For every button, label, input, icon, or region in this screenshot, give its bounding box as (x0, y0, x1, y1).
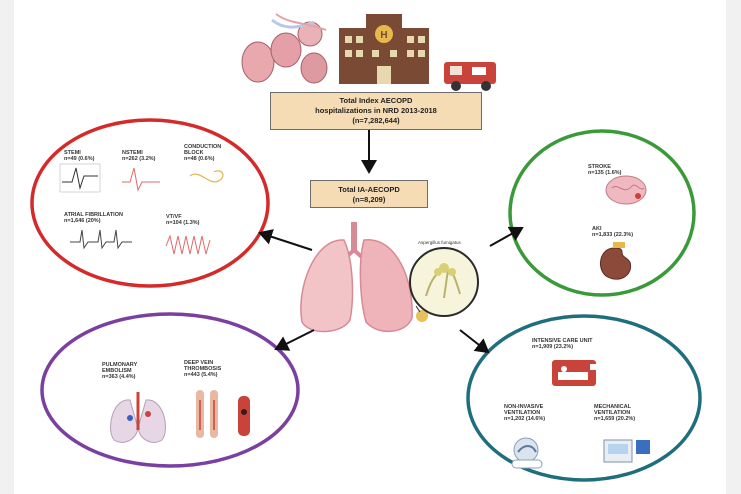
vte-oval (40, 312, 300, 468)
total-ia-title: Total IA-AECOPD (338, 185, 400, 194)
mv-value: n=1,659 (20.2%) (594, 416, 636, 422)
vtvf-value: n=104 (1.3%) (166, 220, 200, 226)
niv-mask-icon (511, 437, 543, 469)
ecg-tracings (59, 163, 224, 255)
arrow-to-vte (274, 329, 315, 351)
conduction-block-label: CONDUCTION BLOCK n=48 (0.6%) (184, 144, 221, 162)
total-ia-box: Total IA-AECOPD (n=8,209) (310, 180, 428, 208)
pe-lungs-icon (110, 392, 166, 443)
hospital-icon: H (339, 14, 429, 84)
icu-label: INTENSIVE CARE UNIT n=1,909 (23.2%) (532, 338, 593, 350)
nstemi-label: NSTEMI n=262 (3.2%) (122, 150, 155, 162)
stroke-label: STROKE n=135 (1.6%) (588, 164, 621, 176)
pe-name-1: PULMONARY (102, 362, 138, 368)
pe-name-2: EMBOLISM (102, 368, 132, 374)
arrow-to-neuro-renal (489, 226, 524, 247)
niv-name-1: NON-INVASIVE (504, 404, 544, 410)
dvt-label: DEEP VEIN THROMBOSIS n=443 (5.4%) (184, 360, 221, 378)
stemi-label: STEMI n=49 (0.6%) (64, 150, 94, 162)
icu-value: n=1,909 (23.2%) (532, 344, 574, 350)
niv-value: n=1,202 (14.6%) (504, 416, 546, 422)
diagram-panel: H (14, 0, 726, 494)
alveoli-illustration (241, 13, 328, 84)
aki-label: AKI n=1,833 (22.3%) (592, 226, 633, 238)
mv-label: MECHANICAL VENTILATION n=1,659 (20.2%) (594, 404, 635, 422)
dvt-name-1: DEEP VEIN (184, 360, 214, 366)
brain-icon (605, 175, 647, 205)
total-index-box: Total Index AECOPD hospitalizations in N… (270, 92, 482, 130)
aspergillus-zoom (409, 247, 479, 317)
stemi-name: STEMI (64, 150, 81, 156)
total-index-line-1: Total Index AECOPD (339, 96, 413, 105)
stemi-value: n=49 (0.6%) (64, 156, 95, 162)
total-index-count: (n=7,282,644) (352, 116, 400, 125)
aki-name: AKI (592, 226, 602, 232)
neuro-renal-oval (508, 129, 696, 297)
block-value: n=48 (0.6%) (184, 156, 215, 162)
cardiac-oval (30, 118, 270, 288)
block-name-2: BLOCK (184, 150, 204, 156)
icu-bed-icon (552, 360, 598, 386)
vtvf-name: VT/VF (166, 214, 182, 220)
block-name-1: CONDUCTION (184, 144, 222, 150)
svg-text:H: H (380, 30, 387, 41)
aspergillus-label: Aspergillus fumigatus (418, 240, 461, 245)
mv-name-2: VENTILATION (594, 410, 631, 416)
total-index-line-2: hospitalizations in NRD 2013-2018 (315, 106, 437, 115)
afib-label: ATRIAL FIBRILLATION n=1,646 (20%) (64, 212, 123, 224)
dvt-name-2: THROMBOSIS (184, 366, 222, 372)
total-ia-count: (n=8,209) (352, 195, 386, 204)
ventilator-icon (603, 439, 650, 463)
aki-value: n=1,833 (22.3%) (592, 232, 634, 238)
arrow-to-cardiac (258, 229, 313, 251)
pe-label: PULMONARY EMBOLISM n=363 (4.4%) (102, 362, 137, 380)
diagram-graphics: H (30, 13, 702, 482)
kidney-icon (599, 242, 632, 280)
nstemi-value: n=262 (3.2%) (122, 156, 156, 162)
pe-value: n=363 (4.4%) (102, 374, 136, 380)
dvt-legs-icon (196, 390, 250, 438)
dvt-value: n=443 (5.4%) (184, 372, 218, 378)
afib-value: n=1,646 (20%) (64, 218, 101, 224)
mv-name-1: MECHANICAL (594, 404, 631, 410)
vtvf-label: VT/VF n=104 (1.3%) (166, 214, 199, 226)
stroke-value: n=135 (1.6%) (588, 170, 622, 176)
afib-name: ATRIAL FIBRILLATION (64, 212, 123, 218)
stroke-name: STROKE (588, 164, 611, 170)
niv-name-2: VENTILATION (504, 410, 541, 416)
nstemi-name: NSTEMI (122, 150, 143, 156)
ambulance-icon (444, 62, 496, 91)
icu-name: INTENSIVE CARE UNIT (532, 338, 593, 344)
niv-label: NON-INVASIVE VENTILATION n=1,202 (14.6%) (504, 404, 545, 422)
lungs-illustration (300, 222, 428, 333)
arrow-to-icu (459, 329, 490, 354)
